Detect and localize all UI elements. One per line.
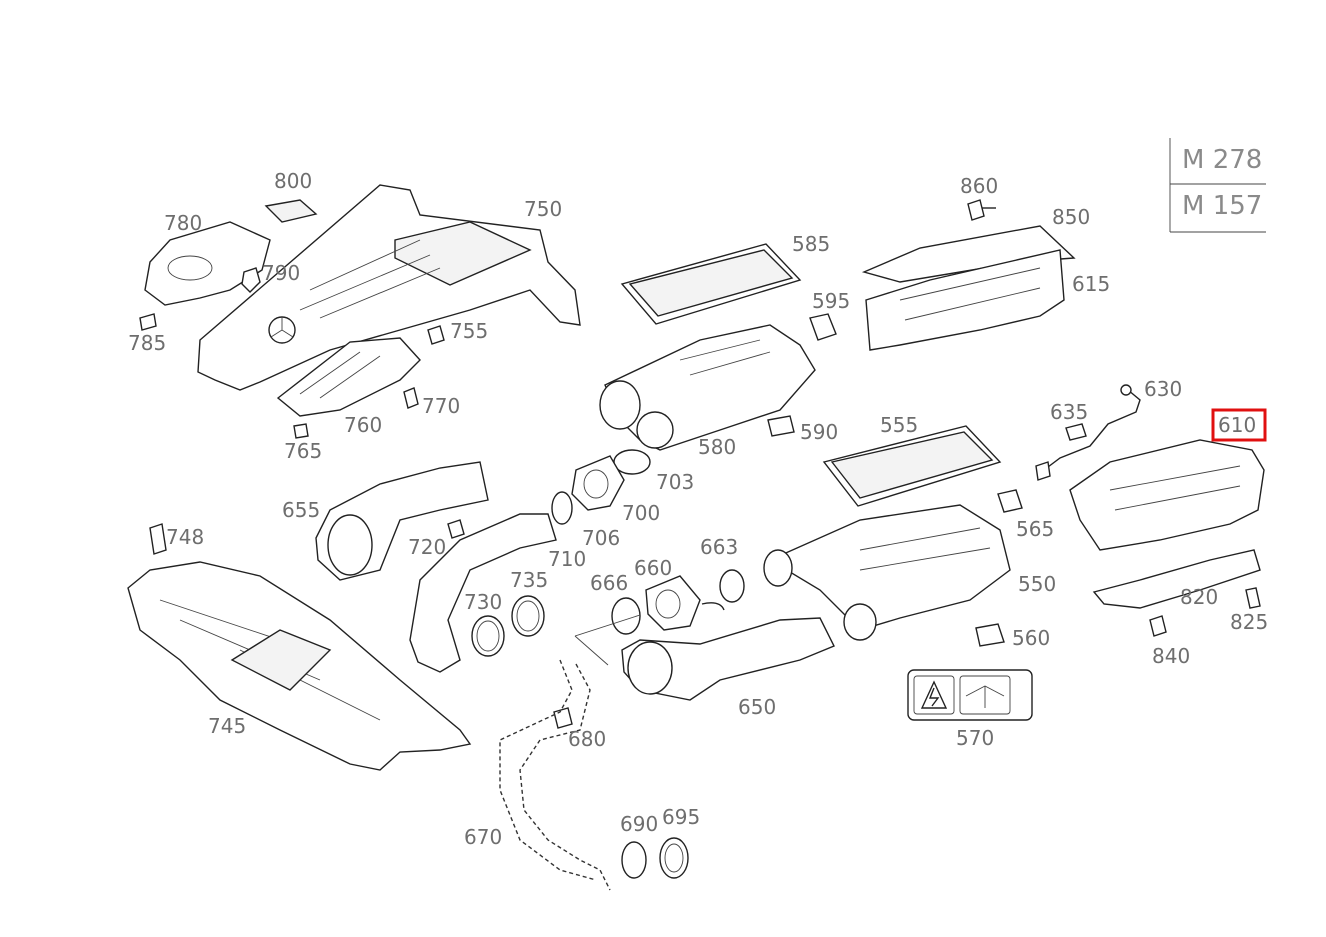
label-790[interactable]: 790 [262,261,300,285]
part-663-seal[interactable] [719,569,745,603]
label-695[interactable]: 695 [662,805,700,829]
label-565[interactable]: 565 [1016,517,1054,541]
part-690-clamp[interactable] [621,841,647,879]
label-595[interactable]: 595 [812,289,850,313]
label-755[interactable]: 755 [450,319,488,343]
part-585-air-filter[interactable] [620,243,802,325]
part-800-pad[interactable] [264,199,318,223]
label-800[interactable]: 800 [274,169,312,193]
label-840[interactable]: 840 [1152,644,1190,668]
label-690[interactable]: 690 [620,812,658,836]
part-560-bracket[interactable] [975,623,1005,647]
part-580-air-filter-housing[interactable] [599,324,816,451]
label-700[interactable]: 700 [622,501,660,525]
part-615-air-duct[interactable] [865,249,1065,351]
part-550-air-filter-housing[interactable] [763,504,1011,641]
label-650[interactable]: 650 [738,695,776,719]
part-760-insulation[interactable] [276,337,421,417]
label-820[interactable]: 820 [1180,585,1218,609]
highlight-box-610 [1211,408,1267,442]
part-748-clip[interactable] [149,523,167,555]
label-570[interactable]: 570 [956,726,994,750]
part-650-intake-duct[interactable] [621,617,835,701]
label-610[interactable]: 610 [1218,413,1256,437]
label-860[interactable]: 860 [960,174,998,198]
part-825-clip[interactable] [1245,587,1261,609]
label-703[interactable]: 703 [656,470,694,494]
part-570-warning-label[interactable] [907,669,1033,721]
part-720-clip[interactable] [447,519,465,539]
part-695-clamp[interactable] [659,837,689,879]
part-555-air-filter[interactable] [822,425,1002,507]
label-710[interactable]: 710 [548,547,586,571]
part-790-clip[interactable] [241,267,261,293]
part-745-lower-cover[interactable] [127,561,472,771]
callout-labels: 800 780 790 785 750 755 770 760 765 585 … [128,169,1268,849]
model-code-m278: M 278 [1182,145,1262,175]
label-780[interactable]: 780 [164,211,202,235]
model-code-m157: M 157 [1182,191,1262,221]
label-785[interactable]: 785 [128,331,166,355]
part-666-seal-ring[interactable] [611,597,641,635]
model-code-box: M 278 M 157 [1169,138,1266,233]
leader-lines [574,614,641,666]
label-590[interactable]: 590 [800,420,838,444]
part-755-clip[interactable] [427,325,445,345]
part-590-bracket[interactable] [767,415,795,437]
part-765-clip[interactable] [293,423,309,439]
part-770-clip[interactable] [403,387,419,409]
part-670-hose[interactable] [499,659,611,891]
part-735-clamp[interactable] [511,595,545,637]
part-700-intake-connector[interactable] [571,455,625,511]
part-610-air-duct[interactable] [1069,439,1265,551]
label-720[interactable]: 720 [408,535,446,559]
part-730-clamp[interactable] [471,615,505,657]
label-585[interactable]: 585 [792,232,830,256]
part-595-bracket[interactable] [809,313,837,341]
label-615[interactable]: 615 [1072,272,1110,296]
label-745[interactable]: 745 [208,714,246,738]
label-850[interactable]: 850 [1052,205,1090,229]
part-860-bolt[interactable] [967,199,996,221]
part-680-clip[interactable] [553,707,573,729]
part-820-seal-strip[interactable] [1092,549,1261,609]
label-825[interactable]: 825 [1230,610,1268,634]
label-666[interactable]: 666 [590,571,628,595]
label-630[interactable]: 630 [1144,377,1182,401]
label-760[interactable]: 760 [344,413,382,437]
label-560[interactable]: 560 [1012,626,1050,650]
label-555[interactable]: 555 [880,413,918,437]
label-660[interactable]: 660 [634,556,672,580]
part-660-intake-connector[interactable] [645,575,701,631]
label-635[interactable]: 635 [1050,400,1088,424]
part-710-intake-pipe[interactable] [409,513,557,673]
part-703-seal-ring[interactable] [613,449,651,475]
label-655[interactable]: 655 [282,498,320,522]
part-655-intake-duct[interactable] [315,461,489,581]
label-770[interactable]: 770 [422,394,460,418]
part-630-sensor-cable[interactable] [1035,384,1141,481]
label-765[interactable]: 765 [284,439,322,463]
label-580[interactable]: 580 [698,435,736,459]
part-750-engine-cover[interactable] [197,184,581,391]
label-670[interactable]: 670 [464,825,502,849]
part-565-bracket[interactable] [997,489,1023,513]
part-706-seal[interactable] [551,491,573,525]
label-663[interactable]: 663 [700,535,738,559]
part-850-bracket-strip[interactable] [861,225,1076,283]
label-750[interactable]: 750 [524,197,562,221]
label-550[interactable]: 550 [1018,572,1056,596]
part-635-clip[interactable] [1065,423,1087,441]
part-840-bolt[interactable] [1149,615,1167,637]
label-680[interactable]: 680 [568,727,606,751]
label-706[interactable]: 706 [582,526,620,550]
label-730[interactable]: 730 [464,590,502,614]
part-785-grommet[interactable] [139,313,157,331]
label-748[interactable]: 748 [166,525,204,549]
label-735[interactable]: 735 [510,568,548,592]
